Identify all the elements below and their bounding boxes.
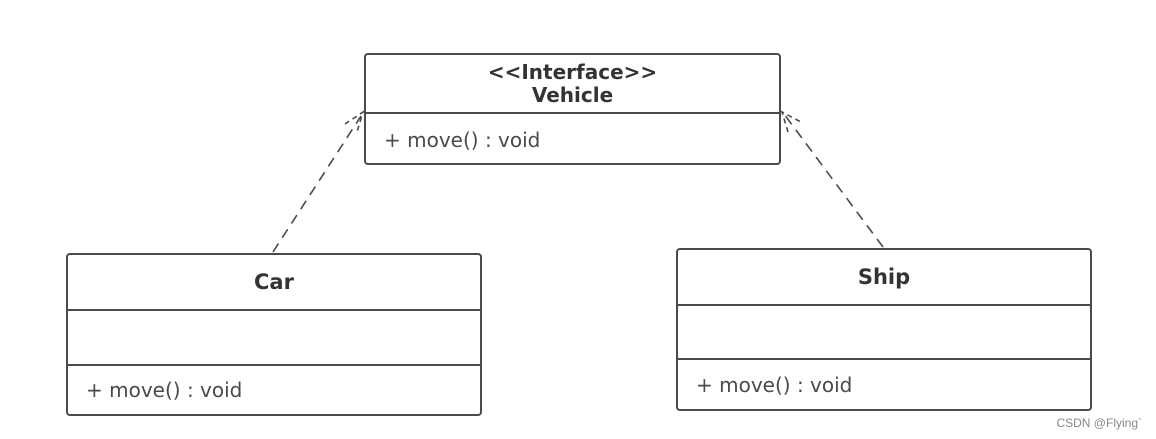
ship-class-name: Ship (857, 265, 911, 289)
car-realization-line (272, 115, 362, 253)
car-class-box[interactable]: Car + move() : void (66, 253, 482, 416)
car-operations: + move() : void (68, 366, 480, 414)
vehicle-operation-move: + move() : void (384, 127, 541, 152)
vehicle-operations: + move() : void (366, 114, 779, 163)
vehicle-interface-header: <<Interface>> Vehicle (366, 55, 779, 114)
ship-attributes (678, 306, 1090, 360)
interface-stereotype: <<Interface>> (487, 59, 658, 84)
car-attributes (68, 311, 480, 366)
car-realization-arrowhead (344, 110, 365, 133)
vehicle-interface-box[interactable]: <<Interface>> Vehicle + move() : void (364, 53, 781, 165)
ship-operations: + move() : void (678, 360, 1090, 409)
car-class-header: Car (68, 255, 480, 311)
ship-class-box[interactable]: Ship + move() : void (676, 248, 1092, 411)
ship-class-header: Ship (678, 250, 1090, 306)
ship-realization-line (783, 113, 884, 248)
car-class-name: Car (254, 270, 294, 294)
interface-name: Vehicle (531, 82, 614, 107)
car-operation-move: + move() : void (86, 378, 243, 402)
ship-operation-move: + move() : void (696, 372, 853, 397)
ship-realization-arrowhead (780, 110, 802, 133)
csdn-watermark: CSDN @Flying` (1056, 416, 1142, 430)
